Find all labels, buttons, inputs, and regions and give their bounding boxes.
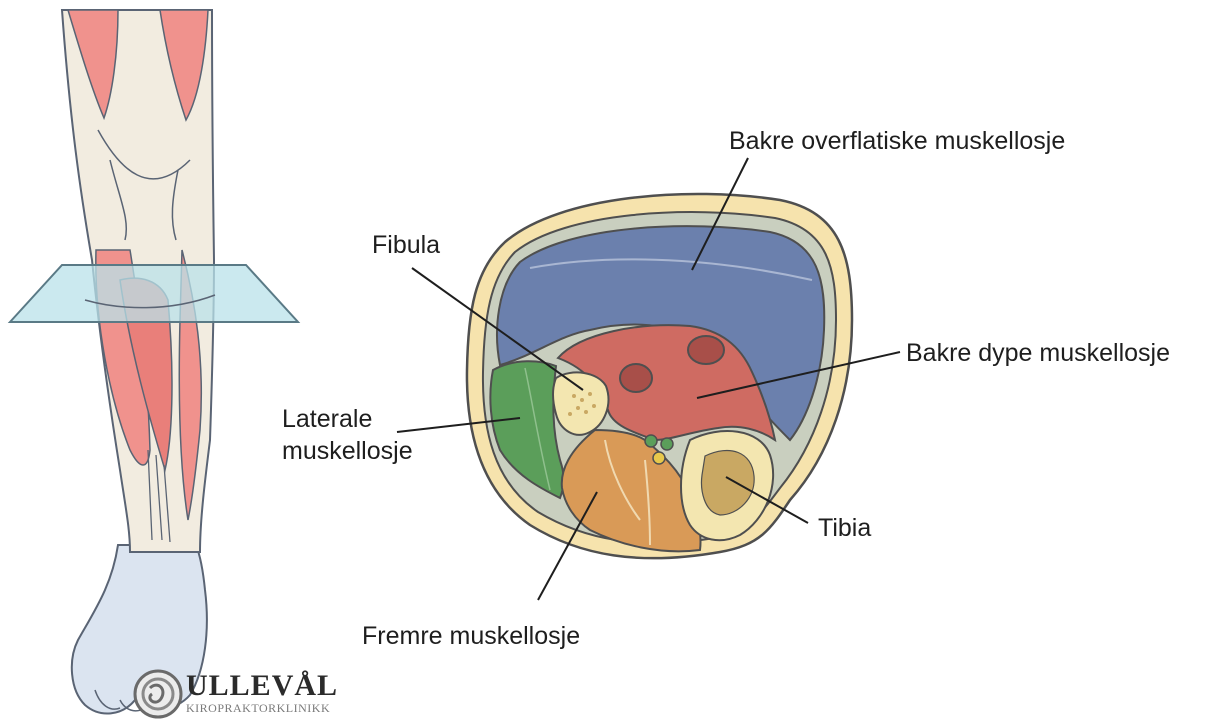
section-plane (10, 265, 298, 322)
label-fibula: Fibula (372, 229, 440, 261)
label-lateral-line2: muskellosje (282, 435, 413, 467)
logo-subtitle: KIROPRAKTORKLINIKK (186, 701, 330, 715)
leg-illustration (10, 10, 298, 714)
logo-name: ULLEVÅL (186, 670, 338, 702)
clinic-logo: ULLEVÅL KIROPRAKTORKLINIKK (134, 668, 374, 720)
label-tibia: Tibia (818, 512, 871, 544)
label-anterior-compartment: Fremre muskellosje (362, 620, 580, 652)
label-lateral-compartment: Laterale muskellosje (282, 403, 413, 467)
label-lateral-line1: Laterale (282, 403, 413, 435)
label-posterior-superficial-compartment: Bakre overflatiske muskellosje (729, 125, 1065, 157)
label-posterior-deep-compartment: Bakre dype muskellosje (906, 337, 1170, 369)
